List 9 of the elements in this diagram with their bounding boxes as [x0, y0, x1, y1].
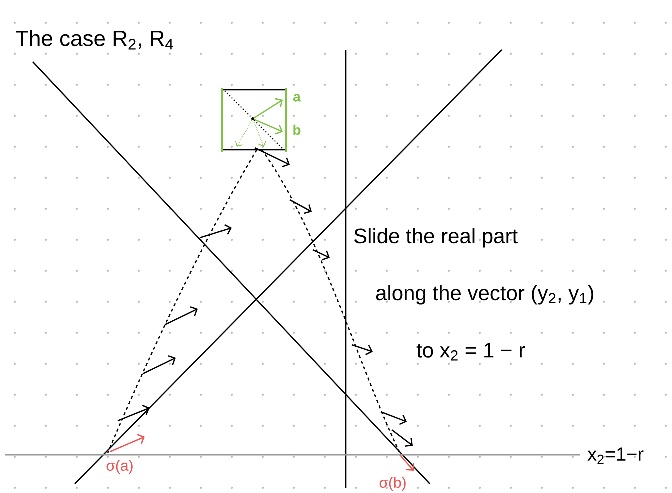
point-label: σ(b): [380, 477, 406, 491]
title: The case R$_{2}$, R$_{4}$: [16, 30, 174, 50]
note-text: to x$_{2}$ = 1 − r: [416, 343, 526, 361]
vector-label: a: [294, 94, 301, 102]
line-label: x$_{2}$=1−r: [588, 448, 644, 464]
note-text: along the vector (y$_{2}$, y$_{1}$): [376, 285, 594, 305]
point-label: σ(a): [106, 460, 133, 474]
note-text: Slide the real part: [354, 228, 518, 248]
vector-label: b: [294, 124, 301, 136]
